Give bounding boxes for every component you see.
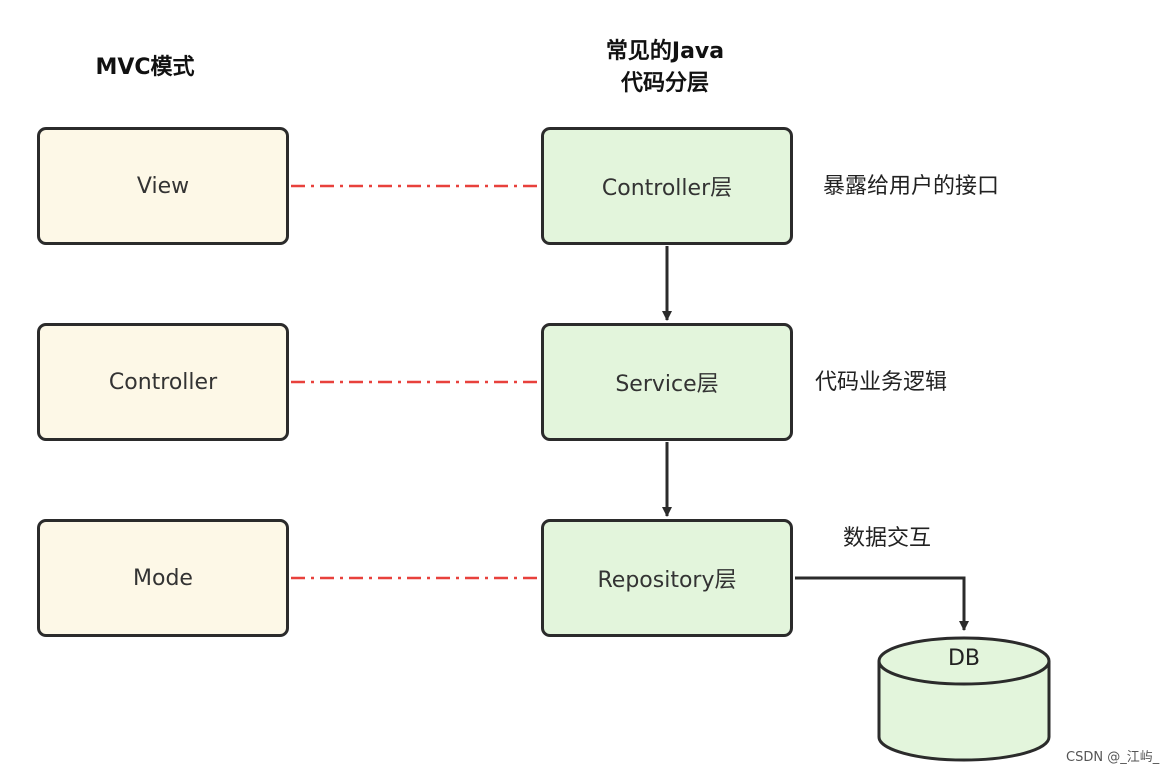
database-label: DB	[947, 646, 981, 671]
service-layer-box: Service层	[541, 323, 793, 441]
controller-layer-box: Controller层	[541, 127, 793, 245]
controller-layer-label: Controller层	[601, 176, 733, 201]
service-layer-note: 代码业务逻辑	[815, 370, 948, 395]
watermark: CSDN @_江屿_	[1066, 750, 1160, 765]
arrow-repository-to-db	[795, 576, 969, 631]
mvc-controller-box: Controller	[37, 323, 289, 441]
repository-layer-box: Repository层	[541, 519, 793, 637]
database-cylinder	[877, 636, 1051, 762]
mvc-mode-label: Mode	[133, 565, 193, 591]
mvc-pattern-heading: MVC模式	[95, 55, 195, 80]
java-layers-heading-line2: 代码分层	[620, 71, 709, 96]
repository-layer-label: Repository层	[597, 568, 737, 593]
mvc-mode-box: Mode	[37, 519, 289, 637]
controller-layer-note: 暴露给用户的接口	[823, 174, 1000, 199]
repository-layer-note: 数据交互	[843, 526, 932, 551]
mvc-controller-label: Controller	[108, 369, 218, 395]
service-layer-label: Service层	[615, 372, 719, 397]
java-layers-heading-line1: 常见的Java	[605, 39, 725, 64]
mvc-view-label: View	[136, 173, 190, 199]
mvc-view-box: View	[37, 127, 289, 245]
